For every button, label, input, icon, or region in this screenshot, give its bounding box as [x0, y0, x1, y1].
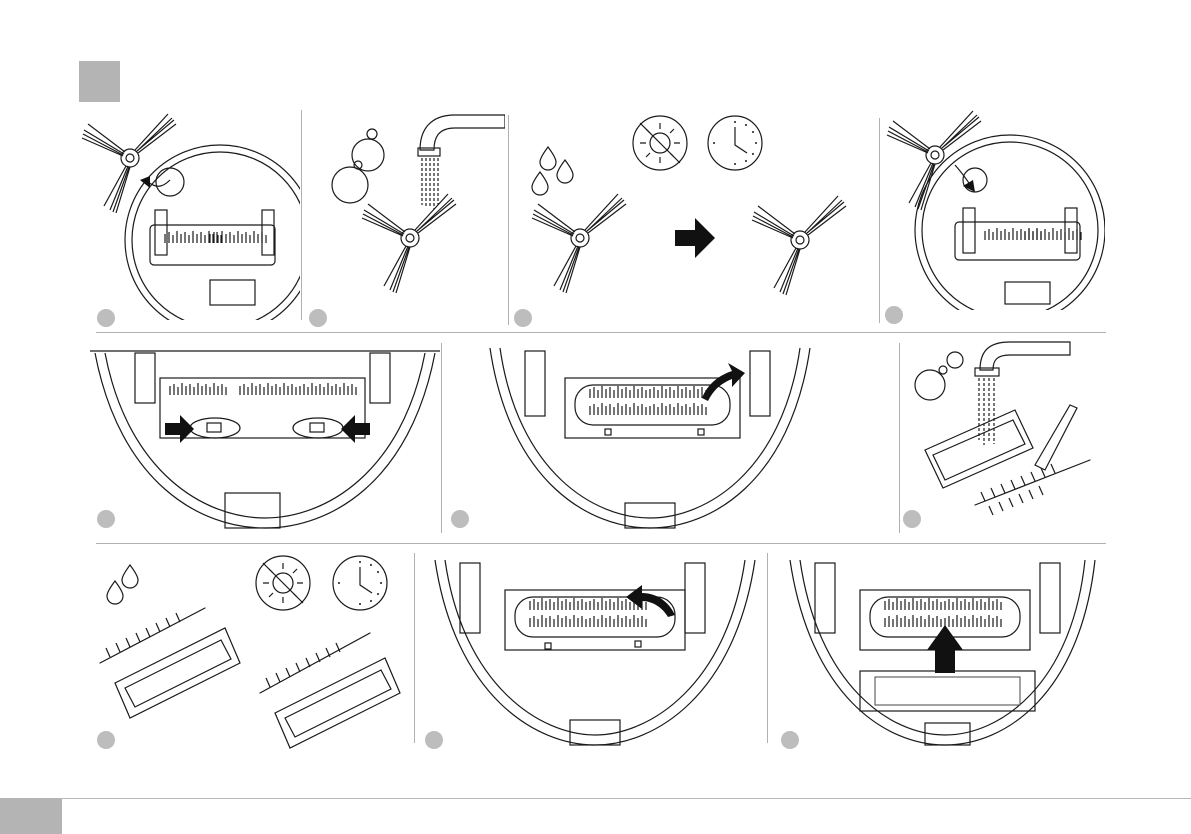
step-9-illustration [430, 555, 760, 755]
step-7-illustration [905, 340, 1105, 530]
step-2-illustration [320, 110, 505, 310]
step-10-illustration [785, 555, 1100, 755]
divider [508, 115, 509, 325]
divider [441, 343, 442, 533]
divider [879, 118, 880, 323]
step-badge-3 [514, 309, 532, 327]
page-number-tab [0, 798, 62, 834]
divider [301, 110, 302, 320]
step-badge-2 [309, 309, 327, 327]
step-8-illustration [95, 553, 415, 763]
divider [767, 553, 768, 743]
step-3-illustration [520, 110, 875, 310]
step-badge-6 [451, 510, 469, 528]
divider [899, 343, 900, 533]
step-4-illustration [885, 110, 1105, 310]
step-1-illustration [70, 110, 300, 320]
section-marker [79, 61, 120, 102]
divider [96, 543, 1106, 544]
divider [96, 332, 1106, 333]
footer-line [0, 798, 1191, 799]
step-6-illustration [470, 343, 830, 533]
step-5-illustration [90, 343, 440, 533]
